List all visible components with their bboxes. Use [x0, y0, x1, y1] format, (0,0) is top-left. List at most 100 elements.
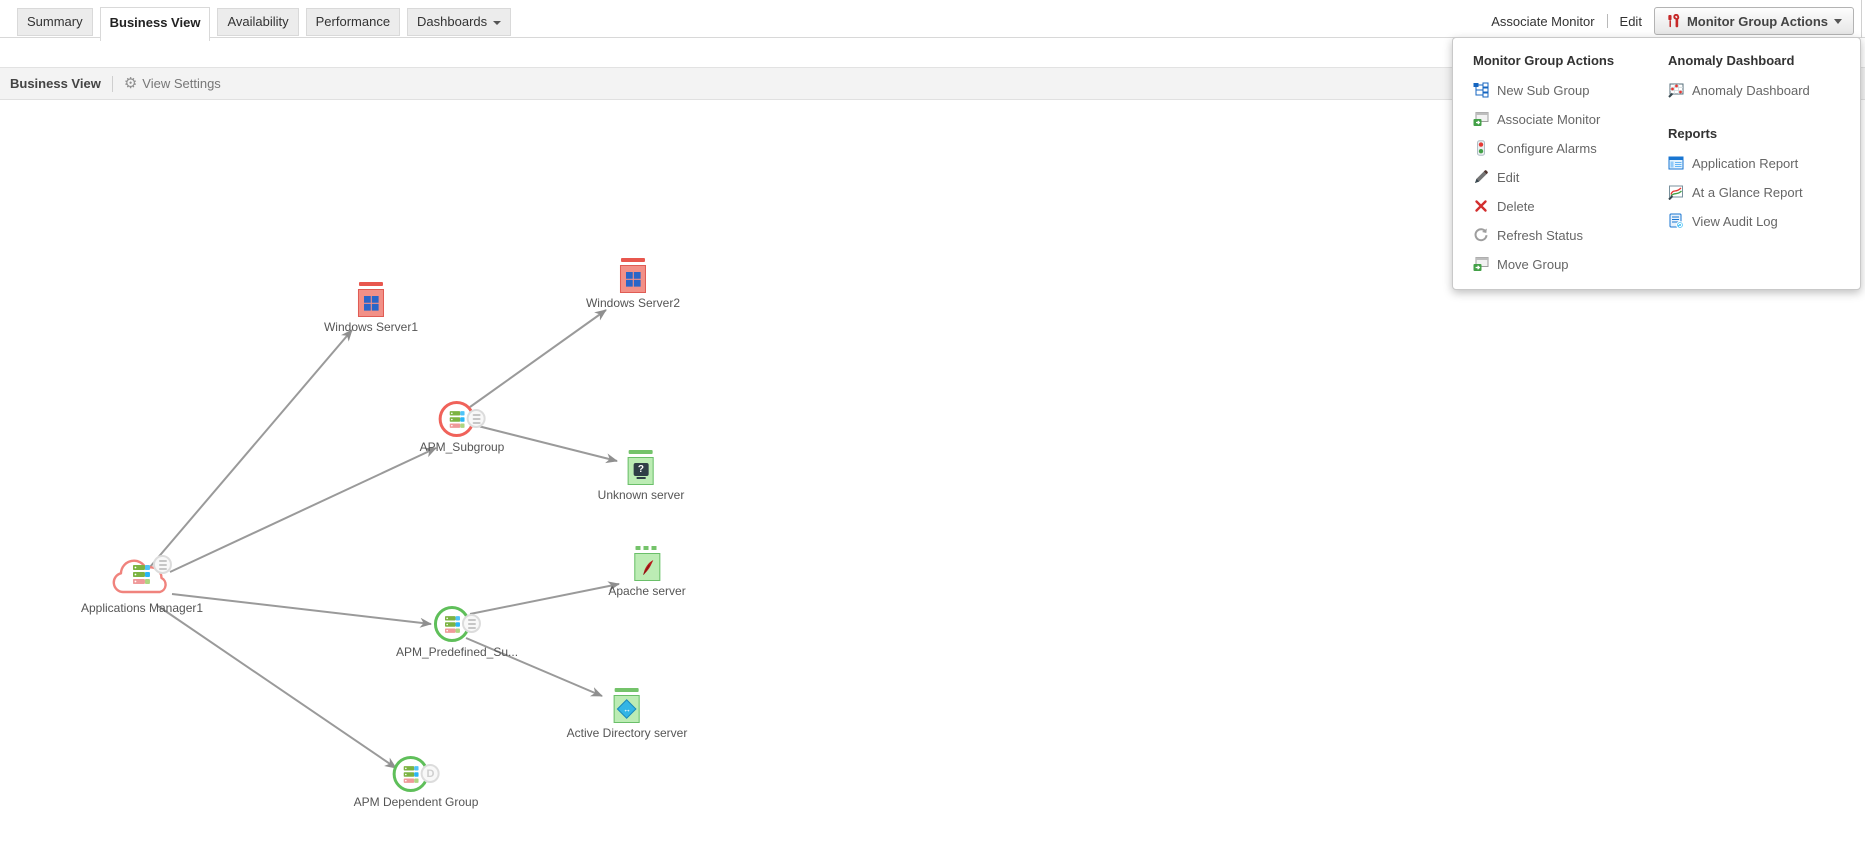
node-label: Windows Server1: [323, 320, 419, 334]
tab-performance[interactable]: Performance: [305, 8, 401, 36]
menu-section-header: Anomaly Dashboard: [1668, 53, 1795, 68]
menu-item-application-report[interactable]: Application Report: [1668, 155, 1848, 171]
menu-item-new-sub-group[interactable]: New Sub Group: [1473, 82, 1653, 98]
menu-item-label: Associate Monitor: [1497, 111, 1601, 127]
node-apache-server[interactable]: Apache server: [608, 546, 686, 598]
tab-summary[interactable]: Summary: [17, 8, 93, 36]
tab-bar: Summary Business View Availability Perfo…: [0, 0, 1865, 41]
menu-item-delete[interactable]: Delete: [1473, 198, 1653, 214]
at-a-glance-report-icon: [1668, 185, 1683, 200]
menu-item-label: Move Group: [1497, 256, 1569, 272]
edge-appmgr-to-apm-predefined: [171, 593, 432, 628]
node-windows-server1[interactable]: Windows Server1: [324, 282, 418, 334]
edit-link[interactable]: Edit: [1619, 13, 1642, 29]
node-label: Windows Server2: [585, 296, 681, 310]
menu-item-move-group[interactable]: Move Group: [1473, 256, 1653, 272]
menu-item-label: Configure Alarms: [1497, 140, 1597, 156]
cloud-group-icon: [109, 552, 175, 598]
node-unknown-server[interactable]: ? Unknown server: [598, 450, 684, 502]
server-box: [620, 265, 646, 293]
menu-item-label: Application Report: [1692, 155, 1799, 171]
edge-subgroup-to-windows-server2: [469, 309, 607, 408]
tab-business-view[interactable]: Business View: [99, 7, 211, 41]
chevron-down-icon: [1834, 18, 1842, 24]
menu-item-at-a-glance-report[interactable]: At a Glance Report: [1668, 184, 1848, 200]
node-menu-icon[interactable]: [466, 409, 486, 428]
application-report-icon: [1668, 156, 1684, 170]
new-sub-group-icon: [1473, 82, 1489, 98]
node-active-directory-server[interactable]: ↔ Active Directory server: [566, 688, 688, 740]
edge-appmgr-to-apm-dependent: [157, 605, 397, 769]
node-label: Active Directory server: [566, 726, 688, 740]
edit-pencil-icon: [1475, 170, 1488, 183]
monitor-group-actions-button[interactable]: Monitor Group Actions: [1653, 7, 1854, 35]
page-title: Business View: [10, 76, 101, 91]
tab-list: Summary Business View Availability Perfo…: [17, 7, 512, 41]
tools-icon: [1668, 13, 1680, 27]
refresh-icon: [1474, 228, 1488, 242]
server-box: ↔: [613, 695, 640, 723]
node-apm-predefined-subgroup[interactable]: APM_Predefined_Su...: [396, 606, 518, 659]
configure-alarms-icon: [1477, 140, 1485, 156]
view-settings-button[interactable]: View Settings: [142, 76, 221, 91]
apache-feather-icon: [642, 559, 653, 575]
node-label: APM Dependent Group: [353, 795, 479, 809]
monitor-group-stack-icon: [444, 615, 460, 633]
group-cluster: D: [393, 756, 440, 792]
windows-logo-icon: [363, 295, 379, 311]
active-directory-icon: ↔: [617, 699, 637, 719]
status-bar-clear: [614, 688, 639, 692]
menu-column-reports: Anomaly Dashboard Anomaly Dashboard Repo…: [1668, 53, 1848, 242]
move-group-icon: [1473, 257, 1489, 271]
anomaly-dashboard-icon: [1668, 83, 1684, 98]
menu-column-actions: Monitor Group Actions New Sub Group: [1473, 53, 1653, 285]
windows-logo-icon: [625, 271, 641, 287]
gear-icon: ⚙: [123, 75, 138, 92]
menu-item-label: Anomaly Dashboard: [1692, 82, 1810, 98]
status-bar-critical: [359, 282, 383, 286]
chevron-down-icon: [493, 20, 502, 25]
menu-item-associate-monitor[interactable]: Associate Monitor: [1473, 111, 1653, 127]
menu-item-label: At a Glance Report: [1692, 184, 1803, 200]
menu-item-view-audit-log[interactable]: View Audit Log: [1668, 213, 1848, 229]
node-label: Applications Manager1: [80, 601, 204, 615]
menu-item-label: Edit: [1497, 169, 1520, 185]
status-bar-clear: [628, 450, 653, 454]
node-label: APM_Subgroup: [419, 440, 505, 454]
node-apm-dependent-group[interactable]: D APM Dependent Group: [353, 756, 479, 809]
node-menu-icon[interactable]: [152, 555, 172, 574]
node-label: APM_Predefined_Su...: [395, 645, 519, 659]
node-menu-icon[interactable]: [461, 614, 481, 633]
menu-item-label: Delete: [1497, 198, 1535, 214]
edge-appmgr-to-apm-subgroup: [169, 447, 437, 573]
monitor-group-stack-icon: [132, 565, 150, 584]
associate-monitor-icon: [1473, 112, 1489, 126]
monitor-group-actions-label: Monitor Group Actions: [1686, 13, 1828, 29]
menu-section-header: Reports: [1668, 126, 1718, 141]
menu-item-anomaly-dashboard[interactable]: Anomaly Dashboard: [1668, 82, 1848, 98]
tab-availability[interactable]: Availability: [217, 8, 299, 36]
view-audit-log-icon: [1669, 213, 1684, 229]
menu-item-label: Refresh Status: [1497, 227, 1583, 243]
header-actions: Associate Monitor Edit Monitor Group Act…: [1491, 0, 1854, 42]
server-box: [358, 289, 384, 317]
node-applications-manager1[interactable]: Applications Manager1: [81, 552, 203, 615]
menu-item-label: New Sub Group: [1497, 82, 1590, 98]
server-box: [634, 553, 660, 581]
node-label: Apache server: [608, 584, 686, 598]
tab-dashboards-label: Dashboards: [417, 14, 488, 29]
menu-section-header: Monitor Group Actions: [1473, 53, 1615, 68]
status-bar-critical: [621, 258, 645, 262]
monitor-group-stack-icon: [449, 410, 465, 428]
dependent-badge-icon: D: [421, 764, 440, 783]
edge-appmgr-to-windows-server1: [149, 329, 353, 568]
node-apm-subgroup[interactable]: APM_Subgroup: [419, 401, 505, 454]
menu-item-edit[interactable]: Edit: [1473, 169, 1653, 185]
node-windows-server2[interactable]: Windows Server2: [586, 258, 680, 310]
menu-item-configure-alarms[interactable]: Configure Alarms: [1473, 140, 1653, 156]
menu-item-refresh-status[interactable]: Refresh Status: [1473, 227, 1653, 243]
status-bar-clear: [635, 546, 659, 550]
tab-dashboards[interactable]: Dashboards: [407, 8, 512, 36]
associate-monitor-link[interactable]: Associate Monitor: [1491, 13, 1595, 29]
